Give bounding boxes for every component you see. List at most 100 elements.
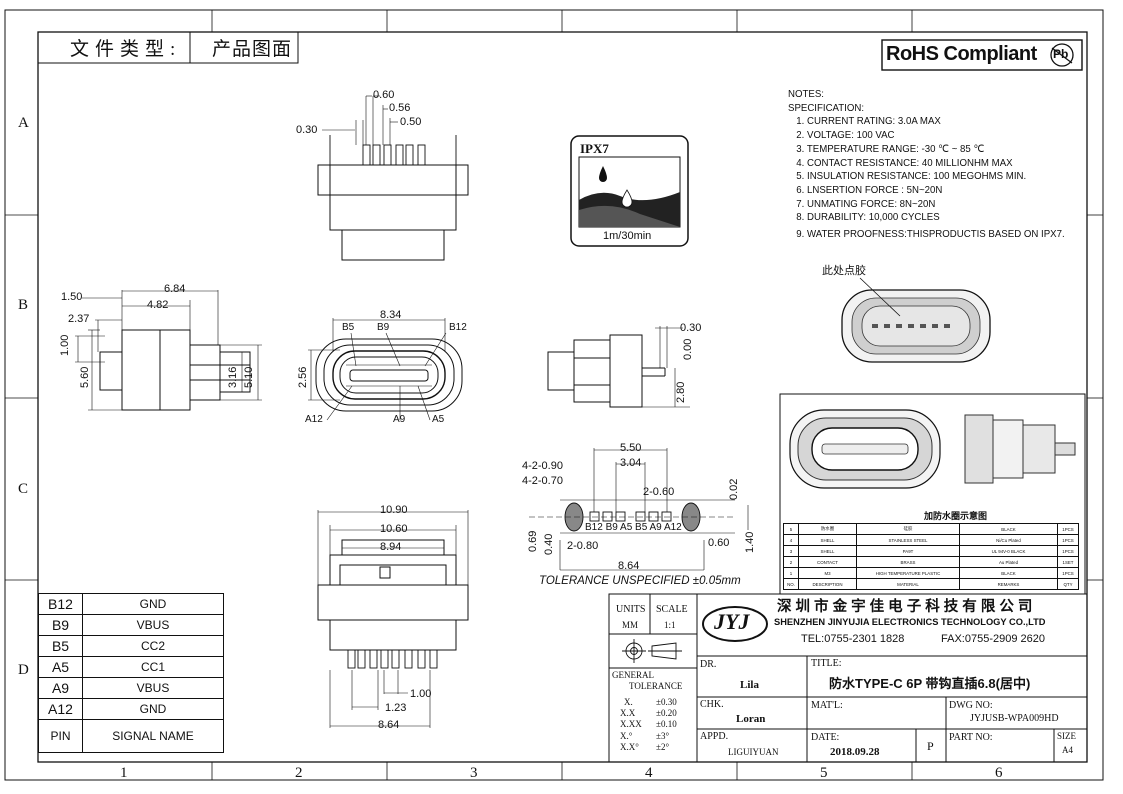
size-value: A4	[1062, 745, 1073, 755]
spec-notes: NOTES: SPECIFICATION: 1. CURRENT RATING:…	[788, 88, 1065, 242]
doc-type-label: 文件类型:	[70, 39, 182, 60]
dim-label: 0.30	[296, 124, 318, 136]
tolerance-note: TOLERANCE UNSPECIFIED ±0.05mm	[539, 575, 741, 587]
note-item: 7. UNMATING FORCE: 8N~20N	[796, 197, 936, 210]
dim-label: 10.60	[380, 523, 408, 535]
pad-labels: B12 B9 A5 B5 A9 A12	[585, 522, 682, 533]
pin-callout: B12	[449, 322, 467, 333]
ipx7-box	[570, 135, 689, 247]
top-view	[317, 95, 469, 261]
col-label-5: 5	[820, 765, 828, 781]
pin-callout: B9	[377, 322, 390, 333]
col-label-6: 6	[995, 765, 1003, 781]
units-value: MM	[622, 620, 639, 630]
title-block-frame	[608, 593, 1088, 763]
dim-label: 8.94	[380, 541, 402, 553]
date-label: DATE:	[811, 732, 840, 743]
dim-label: 8.64	[618, 560, 640, 572]
tolerance-label: TOLERANCE	[629, 681, 683, 691]
dim-label: 4.82	[147, 299, 169, 311]
note-item: 6. LNSERTION FORCE : 5N~20N	[796, 183, 943, 196]
note-item: 2. VOLTAGE: 100 VAC	[796, 129, 895, 142]
dim-label: 0.60	[708, 537, 730, 549]
dim-label: 2.80	[675, 381, 687, 403]
title-label: TITLE:	[811, 658, 842, 669]
dr-label: DR.	[700, 659, 717, 670]
tol-row: ±0.20	[656, 708, 677, 718]
tol-row: X.X°	[620, 742, 639, 752]
pin-callout: B5	[342, 322, 355, 333]
note-item: 8. DURABILITY: 10,000 CYCLES	[796, 211, 940, 224]
chk-label: CHK.	[700, 699, 724, 710]
logo-text: JYJ	[714, 609, 750, 634]
col-label-4: 4	[645, 765, 653, 781]
rohs-box	[881, 39, 1083, 71]
dim-label: 5.60	[79, 366, 91, 388]
dim-label: 4-2-0.70	[522, 475, 563, 487]
col-label-1: 1	[120, 765, 128, 781]
tol-row: ±0.30	[656, 697, 677, 707]
pin-callout: A5	[432, 414, 445, 425]
dim-label: 8.34	[380, 309, 402, 321]
pb-icon	[1050, 43, 1074, 67]
glue-point-illustration	[841, 277, 991, 363]
projection-symbol-icon	[622, 639, 682, 663]
outer-frame	[4, 9, 1104, 781]
units-label: UNITS	[616, 604, 646, 615]
pcb-footprint	[529, 448, 749, 571]
chk-value: Loran	[736, 713, 766, 725]
dim-label: 0.40	[543, 533, 555, 555]
front-view	[308, 318, 463, 421]
doc-type-value: 产品图面	[212, 39, 293, 60]
dim-label: 2-0.80	[567, 540, 599, 552]
company-tel: TEL:0755-2301 1828	[801, 633, 905, 645]
waterproof-photo-box	[779, 393, 1086, 595]
pin-callout: A12	[305, 414, 323, 425]
company-name-cn: 深 圳 市 金 宇 佳 电 子 科 技 有 限 公 司	[777, 599, 1033, 615]
dim-label: 5.10	[243, 366, 255, 388]
note-item: 1. CURRENT RATING: 3.0A MAX	[796, 115, 941, 128]
row-label-a: A	[18, 115, 29, 131]
company-fax: FAX:0755-2909 2620	[941, 633, 1045, 645]
general-label: GENERAL	[612, 670, 654, 680]
dim-label: 5.50	[620, 442, 642, 454]
size-label: SIZE	[1057, 731, 1076, 741]
drawing-title: 防水TYPE-C 6P 带钩直插6.8(居中)	[829, 676, 1031, 691]
row-label-b: B	[18, 297, 29, 313]
page-label: P	[927, 739, 934, 753]
col-label-2: 2	[295, 765, 303, 781]
tol-row: ±2°	[656, 742, 670, 752]
bottom-view	[317, 510, 469, 728]
dim-label: 3.16	[227, 366, 239, 388]
dim-label: 1.23	[385, 702, 407, 714]
tol-row: X.XX	[620, 719, 642, 729]
dim-label: 10.90	[380, 504, 408, 516]
notes-heading: NOTES:	[788, 88, 824, 100]
rohs-label: RoHS Compliant	[886, 43, 1037, 65]
ipx7-caption: 1m/30min	[603, 230, 652, 242]
dim-label: 3.04	[620, 457, 642, 469]
row-label-c: C	[18, 481, 29, 497]
dim-label: 0.02	[728, 478, 740, 500]
part-no-label: PART NO:	[949, 732, 993, 743]
material-label: MAT'L:	[811, 700, 843, 711]
dim-label: 0.60	[373, 89, 395, 101]
dr-value: Lila	[740, 679, 759, 691]
dim-label: 1.40	[744, 531, 756, 553]
side-view	[75, 290, 262, 411]
note-item: 5. INSULATION RESISTANCE: 100 MEGOHMS MI…	[796, 170, 1027, 183]
tol-row: X.	[624, 697, 633, 707]
waterproof-caption: 加防水圈示意图	[924, 511, 988, 521]
dim-label: 1.50	[61, 291, 83, 303]
appd-value: LIGUIYUAN	[728, 747, 779, 757]
dim-label: 0.69	[527, 530, 539, 552]
note-item: 9. WATER PROOFNESS:THISPRODUCTIS BASED O…	[796, 228, 1065, 241]
inner-frame	[37, 31, 1088, 763]
note-item: 4. CONTACT RESISTANCE: 40 MILLIONHM MAX	[796, 156, 1013, 169]
